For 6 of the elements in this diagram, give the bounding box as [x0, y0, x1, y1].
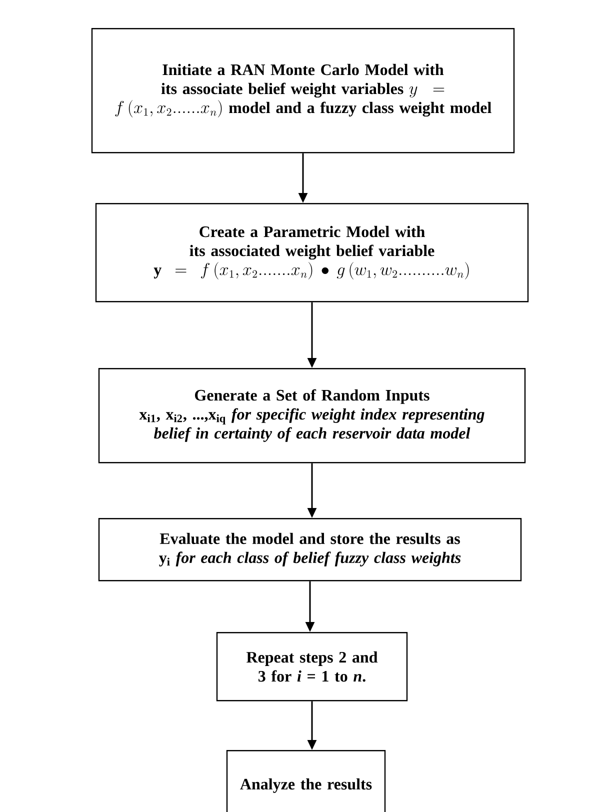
process-box: Analyze the results [226, 750, 386, 812]
process-box: Generate a Set of Random Inputs x$_{i1}$, x$_{i2}$, ...,x$_{iq}$ for specific weight index representing belief in certainty of each reservoir data model [98, 368, 526, 464]
process-box: Create a Parametric Model with its associated weight belief variable $\mathbf{y} = f\left(x_{1}, x_{2}.......x_{n}\right) \bullet g\left(w_{1}, w_{2}..........w_{n}\right)$ [95, 203, 529, 302]
process-box: Evaluate the model and store the results as y$_{i}$ for each class of belief fuzzy class weights [98, 518, 522, 582]
process-box: Initiate a RAN Monte Carlo Model with its associate belief weight variables $y = f\left(x_{1}, x_{2}......x_{n}\right)$ model and a fuzzy class weight model [91, 28, 515, 154]
process-box: Repeat steps 2 and 3 for i = 1 to n. [216, 632, 408, 702]
